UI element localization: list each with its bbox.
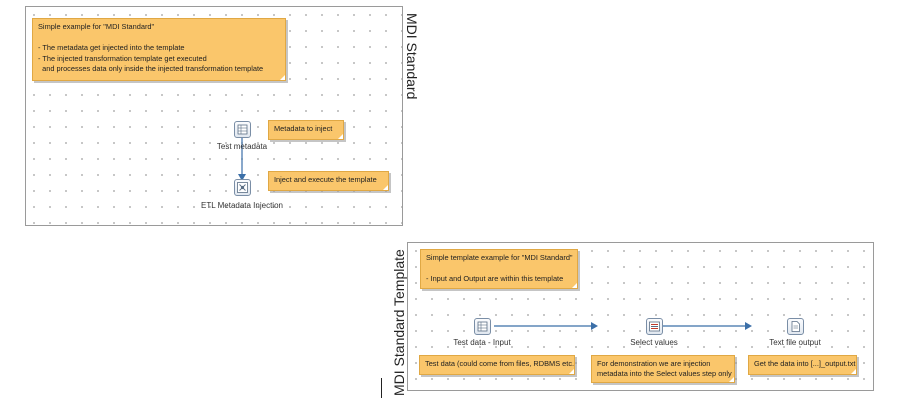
- demo-note[interactable]: For demonstration we are injection metad…: [591, 355, 735, 383]
- template-intro-note[interactable]: Simple template example for "MDI Standar…: [420, 249, 578, 289]
- step-test-data-input[interactable]: [474, 318, 491, 335]
- text-file-output-icon: [787, 318, 804, 335]
- step-test-metadata[interactable]: [234, 121, 251, 138]
- metadata-injection-icon: [234, 179, 251, 196]
- main-transformation-canvas[interactable]: Simple example for "MDI Standard" - The …: [25, 6, 403, 226]
- hop-arrowhead-2: [745, 322, 752, 330]
- metadata-note[interactable]: Metadata to inject: [268, 120, 344, 140]
- text-cursor: [381, 378, 382, 398]
- test-data-note[interactable]: Test data (could come from files, RDBMS …: [419, 355, 575, 375]
- step-text-file-output[interactable]: [787, 318, 804, 335]
- data-grid-icon: [234, 121, 251, 138]
- main-transformation-title: MDI Standard: [404, 13, 420, 100]
- template-transformation-canvas[interactable]: Simple template example for "MDI Standar…: [407, 242, 874, 391]
- intro-note[interactable]: Simple example for "MDI Standard" - The …: [32, 18, 286, 81]
- inject-note[interactable]: Inject and execute the template: [268, 171, 389, 191]
- step-label-text-file-output: Text file output: [769, 338, 821, 347]
- step-label-etl-metadata-injection: ETL Metadata Injection: [201, 201, 283, 210]
- step-select-values[interactable]: [646, 318, 663, 335]
- data-grid-icon: [474, 318, 491, 335]
- step-label-test-metadata: Test metadata: [216, 142, 268, 151]
- step-label-test-data-input: Test data - Input: [453, 338, 511, 347]
- select-values-icon: [646, 318, 663, 335]
- step-etl-metadata-injection[interactable]: [234, 179, 251, 196]
- step-label-select-values: Select values: [630, 338, 678, 347]
- hop-arrowhead-1: [591, 322, 598, 330]
- output-note[interactable]: Get the data into [...]_output.txt: [748, 355, 857, 375]
- template-transformation-title: MDI Standard Template: [391, 249, 407, 396]
